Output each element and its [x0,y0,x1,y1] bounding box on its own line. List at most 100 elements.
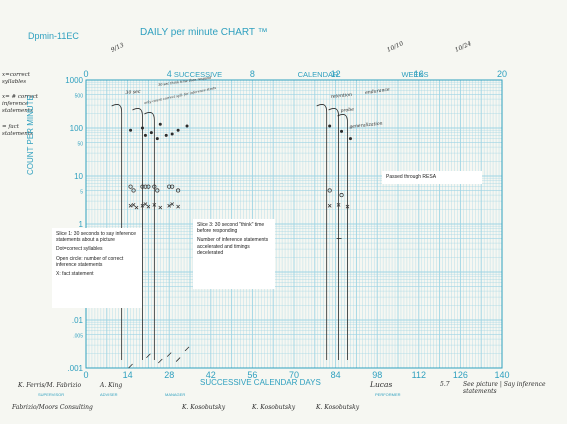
data-point-x [134,205,139,210]
phase-label-4: probe [340,107,354,114]
top-tick-label-5: 20 [497,69,507,79]
top-tick-label-3: 12 [331,69,341,79]
data-point-x [128,203,133,208]
footer-manager: K. Kosobutsky [182,404,226,411]
data-point-x [176,204,180,209]
chart-code: Dpmin-11EC [28,31,79,41]
data-point-x [170,202,175,206]
data-point-x [336,203,341,207]
week-date-0: 9/13 [110,42,125,54]
data-point-circle [327,188,332,193]
top-word-weeks: WEEKS [401,70,428,79]
phase-label-5: generalization [349,121,383,130]
role-supervisor: SUPERVISOR [38,392,65,397]
slice3-title: Slice 3: 30 second "think" time before r… [197,222,265,235]
slice1-annotation: Slice 1: 30 seconds to say inference sta… [52,228,142,308]
y-tick-label-11: .005 [73,333,83,339]
slice1-line-x: X: fact statement [56,271,94,278]
y-tick-label-3: 50 [77,141,83,147]
y-axis-label: COUNT PER MINUTE [26,95,35,175]
week-date-1: 10/10 [386,40,405,54]
record-floor-mark [146,353,151,359]
week-date-2: 10/24 [454,40,473,54]
data-point-dot [140,126,144,130]
slice1-line-circle: Open circle: number of correct inference… [56,255,124,268]
series-record-floor [128,346,190,369]
role-performer: PERFORMER [375,392,401,397]
x-tick-label-4: 56 [247,370,257,380]
y-tick-label-10: .01 [72,316,84,325]
data-point-dot [164,133,168,137]
phase-line-0 [111,104,123,360]
top-tick-label-4: 16 [414,69,424,79]
y-tick-label-5: 5 [80,189,83,195]
phase-label-3: retention [330,92,352,100]
data-point-x [167,203,172,208]
x-tick-label-8: 112 [412,370,426,380]
y-tick-label-0: 1000 [65,76,83,85]
data-point-circle [155,188,160,193]
resa-note: Passed through RESA [382,171,482,184]
top-tick-label-1: 4 [167,69,172,79]
y-tick-label-4: 10 [74,172,83,181]
data-point-dot [340,129,344,133]
phase-line-4 [328,108,339,360]
phase-label-0: 30 sec [125,89,141,96]
data-point-circle [146,184,151,189]
data-point-x [146,204,151,209]
footer-adviser: A. King [100,382,123,389]
phase-label-1: only count correct syll. for inference s… [144,86,217,105]
phase-line-1 [132,108,143,360]
data-point-circle [152,184,157,189]
top-word-successive: SUCCESSIVE [174,70,222,79]
legend-note-syllables: x=correct syllables [2,72,30,85]
data-point-circle [170,184,175,189]
plot-frame [85,79,503,369]
data-point-x [327,203,332,208]
record-floor-mark [166,352,172,357]
series-dot [129,122,352,141]
data-point-dot [158,122,162,126]
top-tick-label-0: 0 [83,69,88,79]
x-tick-label-3: 42 [206,370,216,380]
series-x [128,202,350,210]
x-tick-label-0: 0 [83,370,88,380]
data-point-x [345,204,350,209]
data-point-dot [328,124,332,128]
x-tick-label-7: 98 [372,370,382,380]
footer-timer: K. Kosobutsky [252,404,296,411]
record-floor-mark [128,363,133,369]
y-tick-label-1: 500 [75,93,84,99]
role-manager: MANAGER [165,392,186,397]
record-floor-mark [184,346,190,352]
phase-line-2 [144,112,155,360]
data-point-circle [128,184,133,189]
footer-agency: Fabrizio/Moors Consulting [12,404,93,411]
top-tick-label-2: 8 [250,69,255,79]
slice1-line-dot: Dot=correct syllables [56,246,103,253]
data-point-circle [176,188,181,193]
x-axis-label: SUCCESSIVE CALENDAR DAYS [200,378,321,387]
footer-counter: K. Kosobutsky [316,404,360,411]
series-open-circle [128,184,344,198]
record-floor-mark [158,358,163,364]
data-point-dot [170,132,174,136]
chart-grid [85,80,503,369]
data-point-dot [129,128,133,132]
data-point-x [131,203,136,207]
slice1-title: Slice 1: 30 seconds to say inference sta… [56,231,137,244]
y-tick-label-6: 1 [79,220,84,229]
top-word-calendar: CALENDAR [298,70,339,79]
footer-age: 5.7 [440,381,450,388]
footer-performer: Lucas [370,380,393,389]
legend-note-fact: = fact statements [2,124,33,137]
data-point-circle [167,184,172,189]
footer-counted: See picture | Say inference statements [463,381,546,395]
role-adviser: ADVISER [100,392,118,397]
data-point-dot [176,128,180,132]
slice3-line: Number of inference statements accelerat… [197,237,269,256]
phase-line-5 [337,114,348,360]
data-point-circle [143,184,148,189]
